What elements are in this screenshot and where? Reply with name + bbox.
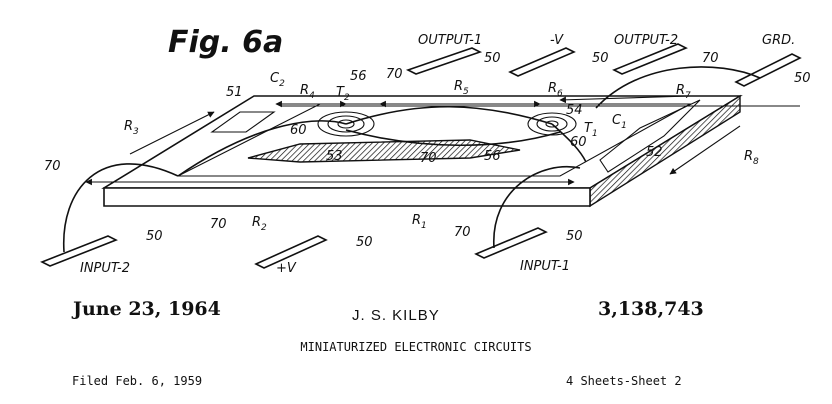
label-r6: R6	[548, 81, 563, 99]
resistor-arrows	[85, 95, 800, 186]
label-53: 53	[326, 149, 343, 164]
transistor-t2	[317, 111, 375, 137]
label-r7: R7	[676, 83, 691, 101]
lead-output-2	[612, 43, 688, 75]
lead-output-1	[405, 47, 483, 75]
figure-title: Fig. 6a	[168, 25, 283, 60]
label-50-f: 50	[566, 229, 583, 244]
label-51: 51	[226, 85, 243, 100]
lead-neg-v	[508, 47, 576, 77]
label-neg-v: -V	[550, 33, 564, 48]
label-70-e: 70	[420, 151, 437, 166]
label-input-2: INPUT-2	[80, 261, 130, 276]
label-r5: R5	[454, 79, 469, 97]
wire-t2-left	[177, 120, 347, 177]
label-70-b: 70	[386, 67, 403, 82]
label-50-c: 50	[794, 71, 811, 86]
label-t2: T2	[336, 85, 350, 103]
label-t1: T1	[584, 121, 598, 139]
label-50-b: 50	[592, 51, 609, 66]
patent-title: MINIATURIZED ELECTRONIC CIRCUITS	[300, 340, 532, 354]
patent-figure-drawing: Fig. 6a	[40, 25, 811, 276]
label-r2: R2	[252, 215, 267, 233]
label-60-b: 60	[570, 135, 587, 150]
label-output-2: OUTPUT-2	[614, 33, 678, 48]
label-r8: R8	[744, 149, 759, 167]
lead-input-1	[474, 227, 548, 259]
capacitor-c2-plate	[210, 111, 276, 133]
wire-t2-t1-lower	[345, 129, 561, 147]
label-c1: C1	[612, 113, 627, 131]
label-input-1: INPUT-1	[520, 259, 570, 274]
label-54: 54	[566, 103, 583, 118]
arrow-r7	[559, 95, 691, 104]
label-r1: R1	[412, 213, 427, 231]
label-output-1: OUTPUT-1	[418, 33, 482, 48]
label-r4: R4	[300, 83, 315, 101]
label-50-a: 50	[484, 51, 501, 66]
wire-input-2	[62, 163, 179, 253]
patent-number: 3,138,743	[598, 298, 704, 320]
capacitor-c1-plate	[599, 99, 701, 173]
label-70-c: 70	[702, 51, 719, 66]
label-50-e: 50	[356, 235, 373, 250]
lead-input-2	[40, 235, 118, 267]
sheet-count: 4 Sheets-Sheet 2	[566, 374, 682, 388]
semiconductor-wafer	[101, 94, 743, 208]
wire-t1-c1	[551, 123, 587, 163]
label-grd: GRD.	[762, 33, 795, 48]
label-c2: C2	[270, 71, 285, 89]
lead-strips	[40, 43, 802, 269]
label-50-d: 50	[146, 229, 163, 244]
label-60-a: 60	[290, 123, 307, 138]
label-r3: R3	[124, 119, 139, 137]
wafer-front-edge	[103, 187, 591, 207]
filed-date: Filed Feb. 6, 1959	[72, 374, 203, 388]
label-52: 52	[646, 145, 663, 160]
patent-date: June 23, 1964	[73, 298, 221, 320]
label-70-f: 70	[454, 225, 471, 240]
label-56-b: 56	[484, 149, 501, 164]
lead-pos-v	[254, 235, 328, 269]
label-70-d: 70	[210, 217, 227, 232]
label-56-a: 56	[350, 69, 367, 84]
arrow-r8	[669, 125, 741, 175]
lead-grd	[734, 53, 802, 87]
wire-grd	[595, 66, 761, 109]
figure-labels: OUTPUT-1 -V OUTPUT-2 GRD. INPUT-2 +V INP…	[44, 33, 811, 276]
inventor-name: J. S. KILBY	[352, 307, 440, 324]
label-pos-v: +V	[276, 261, 297, 276]
arrow-r3	[129, 111, 215, 155]
label-70-a: 70	[44, 159, 61, 174]
